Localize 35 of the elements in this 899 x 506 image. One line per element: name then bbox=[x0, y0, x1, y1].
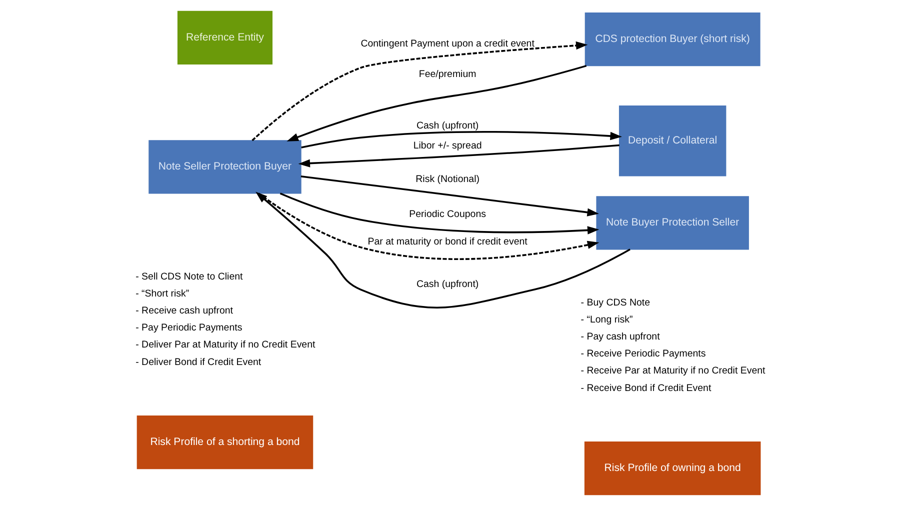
node-box: Risk Profile of owning a bond bbox=[584, 441, 760, 496]
arrow bbox=[255, 192, 630, 308]
label: - Sell CDS Note to Client bbox=[135, 271, 242, 282]
label: - “Long risk” bbox=[580, 314, 632, 326]
label: - “Short risk” bbox=[135, 288, 189, 300]
edge-label: Cash (upfront) bbox=[416, 120, 478, 132]
label: - Pay cash upfront bbox=[580, 332, 660, 343]
label: - Receive Bond if Credit Event bbox=[580, 382, 711, 394]
edge-label: Cash (upfront) bbox=[416, 278, 478, 290]
edge-label: Libor +/- spread bbox=[412, 140, 482, 152]
node-box: Risk Profile of a shorting a bond bbox=[136, 415, 313, 470]
edge-label: Periodic Coupons bbox=[408, 208, 486, 220]
node-box: CDS protection Buyer (short risk) bbox=[584, 12, 760, 66]
label: - Deliver Bond if Credit Event bbox=[135, 356, 261, 368]
arrow bbox=[298, 144, 619, 168]
arrow bbox=[279, 192, 599, 234]
arrow bbox=[286, 64, 586, 142]
label: - Receive Par at Maturity if no Credit Event bbox=[580, 366, 765, 377]
node-box: Note Buyer Protection Seller bbox=[596, 196, 748, 250]
arrow bbox=[300, 130, 622, 148]
label: - Deliver Par at Maturity if no Credit Event bbox=[135, 340, 315, 351]
edge-label: Risk (Notional) bbox=[415, 174, 479, 185]
label: - Pay Periodic Payments bbox=[135, 322, 242, 334]
node-box: Note Seller Protection Buyer bbox=[148, 140, 301, 194]
label: - Receive cash upfront bbox=[135, 306, 233, 317]
label: - Buy CDS Note bbox=[580, 297, 650, 308]
arrow bbox=[251, 41, 588, 142]
arrow bbox=[300, 175, 598, 216]
arrow bbox=[258, 192, 599, 260]
node-box: Reference Entity bbox=[176, 10, 272, 65]
edge-label: Fee/premium bbox=[418, 69, 476, 80]
edge-label: Par at maturity or bond if credit event bbox=[367, 236, 527, 248]
edge-label: Contingent Payment upon a credit event bbox=[360, 38, 534, 50]
node-box: Deposit / Collateral bbox=[618, 106, 726, 176]
label: - Receive Periodic Payments bbox=[580, 348, 706, 360]
